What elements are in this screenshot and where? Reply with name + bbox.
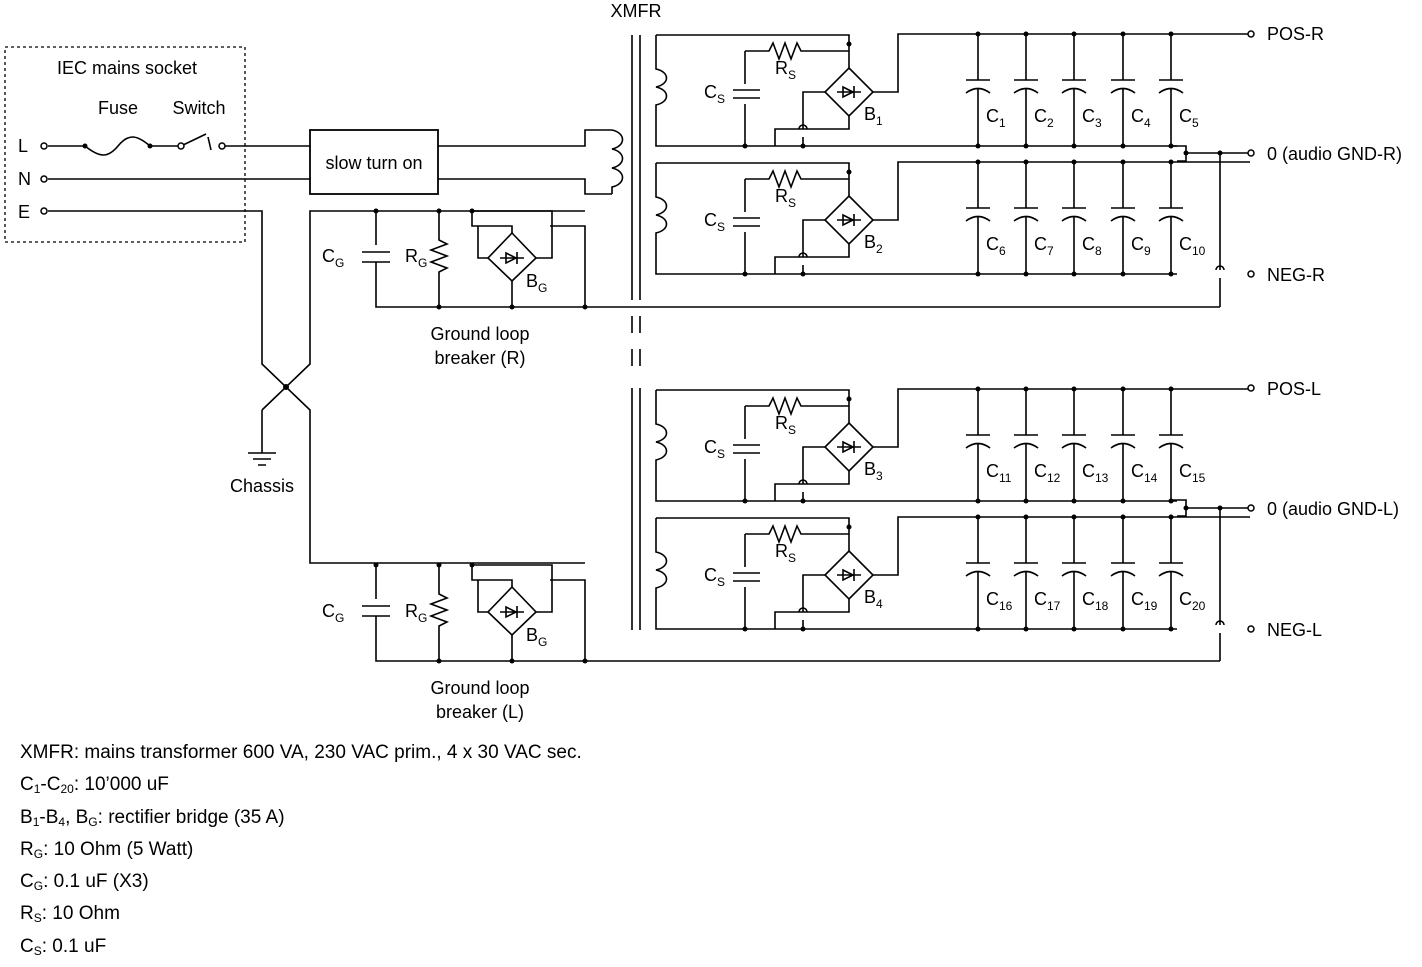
cap-label: C9 (1131, 234, 1151, 258)
iec-socket-label: IEC mains socket (57, 58, 197, 78)
cap-label: C8 (1082, 234, 1102, 258)
output-label-gnd-l: 0 (audio GND-L) (1267, 499, 1399, 519)
cap-label: C11 (986, 461, 1012, 485)
bridge-label: B4 (864, 587, 883, 611)
rs-label: RS (775, 186, 796, 210)
glb-r-bg-label: BG (526, 271, 547, 295)
output-label-gnd-r: 0 (audio GND-R) (1267, 144, 1402, 164)
note-line: C1-C20: 10’000 uF (20, 774, 169, 797)
chassis-label: Chassis (230, 476, 294, 496)
glb-l-title-1: Ground loop (430, 678, 529, 698)
transformer-label: XMFR (611, 1, 662, 21)
pin-label-n: N (18, 169, 31, 189)
note-line: CS: 0.1 uF (20, 935, 107, 958)
output-rails (1170, 145, 1250, 661)
cap-label: C19 (1131, 589, 1158, 613)
cs-label: CS (704, 437, 725, 461)
output-label-neg-l: NEG-L (1267, 620, 1322, 640)
pin-label-l: L (18, 136, 28, 156)
ground-loop-breaker-l (362, 562, 1220, 664)
cs-label: CS (704, 210, 725, 234)
note-line: XMFR: mains transformer 600 VA, 230 VAC … (20, 742, 582, 763)
secondary-block-2 (655, 159, 1250, 277)
cap-label: C20 (1179, 589, 1206, 613)
mains-e-line (40, 207, 585, 564)
glb-r-title-2: breaker (R) (434, 348, 525, 368)
note-line: CG: 0.1 uF (X3) (20, 871, 149, 894)
mains-n-line (40, 175, 310, 183)
fuse-label: Fuse (98, 98, 138, 118)
glb-l-rg-label: RG (405, 601, 427, 625)
cap-label: C6 (986, 234, 1006, 258)
secondary-block-3 (655, 386, 1250, 504)
switch-label: Switch (172, 98, 225, 118)
rs-label: RS (775, 413, 796, 437)
glb-r-cg-label: CG (322, 246, 344, 270)
cap-label: C2 (1034, 106, 1054, 130)
ground-loop-breaker-r (362, 208, 1220, 310)
glb-l-title-2: breaker (L) (436, 702, 524, 722)
output-label-pos-l: POS-L (1267, 379, 1321, 399)
cap-label: C10 (1179, 234, 1206, 258)
slow-turn-on-label: slow turn on (325, 153, 422, 173)
cap-label: C5 (1179, 106, 1199, 130)
bridge-label: B1 (864, 104, 883, 128)
bridge-label: B3 (864, 459, 883, 483)
note-line: RG: 10 Ohm (5 Watt) (20, 838, 194, 861)
glb-l-bg-label: BG (526, 625, 547, 649)
cap-label: C4 (1131, 106, 1151, 130)
cap-label: C12 (1034, 461, 1061, 485)
cap-label: C13 (1082, 461, 1109, 485)
note-line: RS: 10 Ohm (20, 903, 120, 926)
slow-turn-on-box (309, 129, 439, 195)
chassis-ground-icon (248, 452, 276, 466)
glb-l-cg-label: CG (322, 601, 344, 625)
bridge-label: B2 (864, 232, 883, 256)
secondary-block-4 (655, 514, 1250, 632)
mains-l-line (40, 133, 310, 156)
primary-feed-wires (438, 129, 612, 195)
component-notes: XMFR: mains transformer 600 VA, 230 VAC … (20, 737, 582, 963)
glb-r-title-1: Ground loop (430, 324, 529, 344)
pin-label-e: E (18, 202, 30, 222)
iec-socket-outline (4, 46, 246, 243)
cap-label: C7 (1034, 234, 1054, 258)
note-line: B1-B4, BG: rectifier bridge (35 A) (20, 806, 285, 829)
output-terminals (1247, 30, 1255, 633)
rs-label: RS (775, 58, 796, 82)
cs-label: CS (704, 82, 725, 106)
cap-label: C3 (1082, 106, 1102, 130)
cap-label: C15 (1179, 461, 1206, 485)
transformer-core (631, 35, 641, 630)
cap-label: C18 (1082, 589, 1109, 613)
output-label-neg-r: NEG-R (1267, 265, 1325, 285)
cs-label: CS (704, 565, 725, 589)
secondary-block-1 (655, 31, 1250, 149)
cap-label: C16 (986, 589, 1013, 613)
primary-winding-icon (611, 129, 624, 194)
cap-label: C17 (1034, 589, 1061, 613)
output-label-pos-r: POS-R (1267, 24, 1324, 44)
cap-label: C14 (1131, 461, 1158, 485)
cap-label: C1 (986, 106, 1006, 130)
rs-label: RS (775, 541, 796, 565)
glb-r-rg-label: RG (405, 246, 427, 270)
